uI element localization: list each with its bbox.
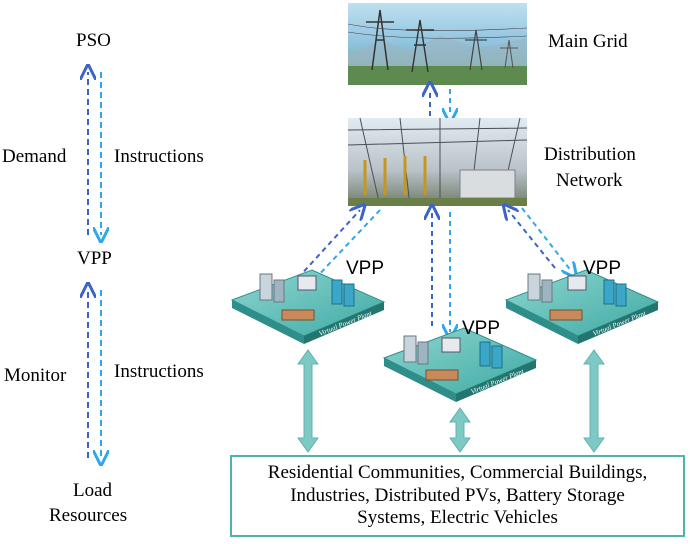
vpp-label-left: VPP [346,258,385,279]
vpp-label-center: VPP [462,318,501,339]
pso-label: PSO [76,30,111,51]
dist-left-up [297,210,360,279]
dist-left-down [312,209,381,282]
load-link-arrows [297,349,605,453]
distribution-label-line1: Distribution [544,144,636,165]
main-grid-image [347,3,528,85]
distribution-label-line2: Network [556,170,623,191]
vpp-platform-center: Virtual Power Plant [382,327,538,402]
load-resources-box: Residential Communities, Commercial Buil… [230,455,685,537]
distribution-network-image [347,117,528,207]
load-arrow-left [297,349,319,453]
load-box-line1: Residential Communities, Commercial Buil… [267,461,648,483]
vpp-platform-left: Virtual Power Plant [230,269,386,344]
monitor-label: Monitor [4,365,67,386]
demand-label: Demand [2,146,67,167]
load-box-line2: Industries, Distributed PVs, Battery Sto… [290,484,625,506]
pso-vpp-arrows [88,72,101,235]
vpp-label-right: VPP [583,258,622,279]
vpp-label: VPP [77,248,112,269]
load-box-line3: Systems, Electric Vehicles [357,507,558,529]
load-label-line1: Load [73,480,113,501]
dist-right-down [521,207,572,272]
main-grid-label: Main Grid [548,31,628,52]
load-arrow-right [583,349,605,453]
instructions-label-top: Instructions [114,146,204,167]
load-label-line2: Resources [49,505,128,526]
dist-right-up [508,210,556,269]
instructions-label-bottom: Instructions [114,361,204,382]
load-arrow-center [449,407,471,453]
vpp-load-arrows [88,290,101,458]
vpp-platform-right: Virtual Power Plant [504,269,660,344]
